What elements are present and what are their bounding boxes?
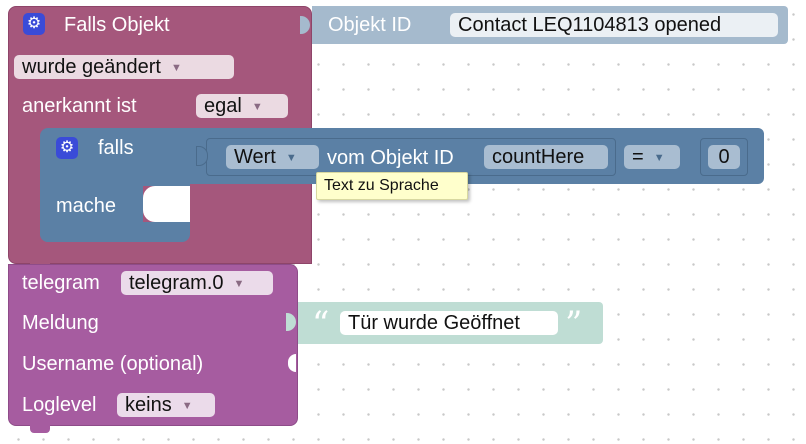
- object-id-label: Objekt ID: [328, 14, 412, 36]
- username-label: Username (optional): [22, 353, 204, 375]
- text-block-connector: [286, 313, 296, 331]
- if-label: falls: [98, 137, 134, 159]
- message-label: Meldung: [22, 312, 99, 334]
- of-object-label: vom Objekt ID: [327, 147, 454, 169]
- property-dropdown[interactable]: Wert ▼: [226, 145, 319, 169]
- change-mode-dropdown[interactable]: wurde geändert ▼: [14, 55, 234, 79]
- dropdown-arrow-icon: ▼: [181, 400, 193, 412]
- loglevel-label: Loglevel: [22, 394, 97, 416]
- condition-object-id-field[interactable]: countHere: [484, 145, 608, 169]
- object-id-connector: [300, 16, 310, 34]
- operator-dropdown[interactable]: =▼: [624, 145, 680, 169]
- loglevel-dropdown[interactable]: keins ▼: [117, 393, 215, 417]
- dropdown-arrow-icon: ▼: [285, 152, 297, 164]
- gear-icon[interactable]: ⚙: [56, 137, 78, 159]
- trigger-title: Falls Objekt: [64, 14, 170, 36]
- dropdown-arrow-icon: ▼: [233, 278, 245, 290]
- object-id-field[interactable]: Contact LEQ1104813 opened: [450, 13, 778, 37]
- loglevel-value: keins: [125, 394, 172, 416]
- ack-dropdown[interactable]: egal ▼: [196, 94, 288, 118]
- quote-open-icon: “: [312, 304, 330, 344]
- ack-label: anerkannt ist: [22, 95, 137, 117]
- username-input-slot: [288, 354, 296, 372]
- property-value: Wert: [234, 146, 276, 168]
- operator-value: =: [632, 146, 644, 168]
- if-block-bottom: [40, 222, 190, 242]
- telegram-next-tab: [30, 425, 50, 433]
- telegram-instance-dropdown[interactable]: telegram.0 ▼: [121, 271, 273, 295]
- telegram-label: telegram: [22, 272, 100, 294]
- gear-icon[interactable]: ⚙: [23, 13, 45, 35]
- tooltip-text: Text zu Sprache: [324, 177, 439, 194]
- change-mode-value: wurde geändert: [22, 56, 161, 78]
- ack-value: egal: [204, 95, 242, 117]
- dropdown-arrow-icon: ▼: [251, 101, 263, 113]
- quote-close-icon: ”: [565, 304, 583, 344]
- number-field[interactable]: 0: [708, 145, 740, 169]
- telegram-instance-value: telegram.0: [129, 272, 224, 294]
- do-label: mache: [56, 195, 117, 217]
- message-text-field[interactable]: Tür wurde Geöffnet: [340, 311, 558, 335]
- tooltip: [316, 172, 468, 200]
- do-slot[interactable]: [143, 186, 190, 222]
- dropdown-arrow-icon: ▼: [653, 152, 665, 164]
- dropdown-arrow-icon: ▼: [170, 62, 182, 74]
